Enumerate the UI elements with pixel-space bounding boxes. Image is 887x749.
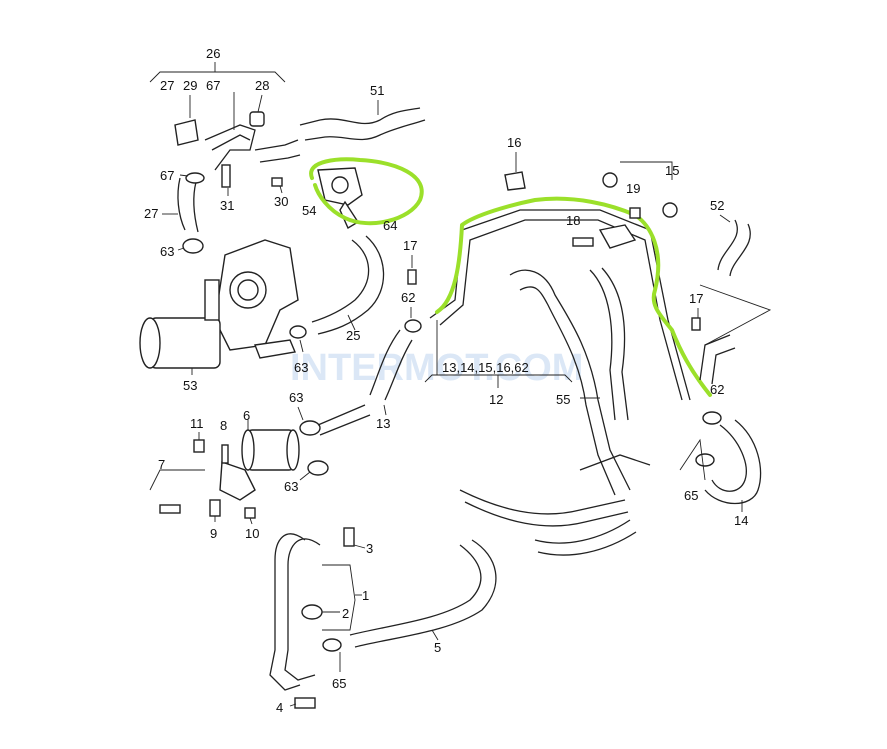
label-64: 64	[383, 218, 397, 233]
bolt-3	[343, 527, 366, 549]
label-62-b: 62	[710, 382, 724, 397]
bolt-17-a	[407, 255, 417, 285]
label-30: 30	[274, 194, 288, 209]
label-65-b: 65	[332, 676, 346, 691]
nut-10	[244, 507, 256, 525]
clip-15	[602, 161, 678, 218]
pipe-67	[204, 92, 256, 171]
label-54: 54	[302, 203, 316, 218]
bracket-7	[149, 469, 205, 514]
clamp-63-c	[297, 404, 371, 436]
hose-13	[369, 329, 413, 416]
label-55: 55	[556, 392, 570, 407]
label-3: 3	[366, 541, 373, 556]
clamp-62-b	[702, 411, 722, 425]
label-63-a: 63	[160, 244, 174, 259]
label-28: 28	[255, 78, 269, 93]
label-2: 2	[342, 606, 349, 621]
highlight-circle	[309, 157, 424, 226]
label-11: 11	[190, 416, 204, 431]
bolt-17-b	[691, 308, 701, 331]
label-5: 5	[434, 640, 441, 655]
label-14: 14	[734, 513, 748, 528]
label-25: 25	[346, 328, 360, 343]
label-17-b: 17	[689, 291, 703, 306]
bolt-31	[221, 164, 231, 196]
label-63-b: 63	[294, 360, 308, 375]
bracket-26	[149, 62, 286, 83]
hose-25	[311, 235, 385, 335]
pipe-1	[269, 533, 362, 691]
label-63-c: 63	[289, 390, 303, 405]
bracket-12	[424, 320, 573, 388]
pipe-right	[699, 284, 772, 385]
flange-54	[317, 167, 363, 230]
hose-55	[459, 267, 651, 556]
label-group-12: 13,14,15,16,62	[442, 360, 529, 375]
clamp-62-a	[404, 307, 422, 333]
nut-19	[629, 207, 641, 219]
clamp-65-a	[679, 438, 715, 481]
label-29: 29	[183, 78, 197, 93]
label-65-a: 65	[684, 488, 698, 503]
hose-27	[162, 177, 199, 233]
clamp-65-b	[322, 638, 342, 672]
hose-5	[349, 539, 497, 648]
label-26: 26	[206, 46, 220, 61]
label-15: 15	[665, 163, 679, 178]
label-51: 51	[370, 83, 384, 98]
oring-2	[301, 604, 340, 620]
bolt-4	[289, 697, 316, 709]
label-9: 9	[210, 526, 217, 541]
bracket-18	[572, 224, 637, 249]
label-13: 13	[376, 416, 390, 431]
label-7: 7	[158, 457, 165, 472]
label-31: 31	[220, 198, 234, 213]
label-6: 6	[243, 408, 250, 423]
label-16: 16	[507, 135, 521, 150]
clamp-67	[179, 172, 205, 184]
bolt-9	[209, 499, 221, 522]
label-8: 8	[220, 418, 227, 433]
label-67-side: 67	[160, 168, 174, 183]
label-1: 1	[362, 588, 369, 603]
clamp-63-d	[299, 460, 329, 481]
label-10: 10	[245, 526, 259, 541]
label-12: 12	[489, 392, 503, 407]
pipe-upper	[254, 139, 301, 163]
label-67-top: 67	[206, 78, 220, 93]
clip-28	[249, 94, 265, 127]
label-18: 18	[566, 213, 580, 228]
label-53: 53	[183, 378, 197, 393]
bolt-30	[271, 177, 283, 194]
label-27-top: 27	[160, 78, 174, 93]
hose-14	[704, 419, 762, 512]
sensor-8	[221, 444, 229, 464]
pump-6	[219, 420, 300, 501]
label-63-d: 63	[284, 479, 298, 494]
hose-51	[299, 100, 426, 141]
clip-16	[504, 152, 526, 191]
label-19: 19	[626, 181, 640, 196]
bolt-11	[193, 432, 205, 453]
clip-29	[174, 95, 199, 146]
label-27-side: 27	[144, 206, 158, 221]
housing-53	[139, 239, 299, 375]
label-4: 4	[276, 700, 283, 715]
clamp-63-b	[289, 325, 307, 353]
label-17-a: 17	[403, 238, 417, 253]
label-62-a: 62	[401, 290, 415, 305]
clamp-63-a	[177, 238, 204, 254]
label-52: 52	[710, 198, 724, 213]
hose-52	[717, 214, 751, 277]
